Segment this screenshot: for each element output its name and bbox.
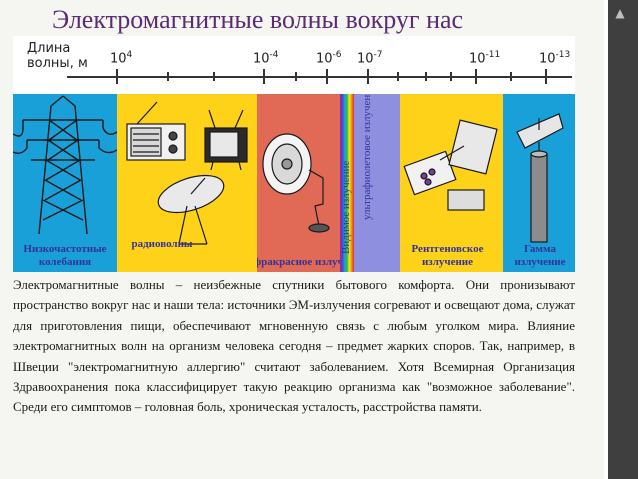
wavelength-scale: Длина волны, м 104 10-4 10-6 10-7 10-11 … <box>13 36 575 94</box>
band-ultraviolet: ультрафиолетовое излучение <box>354 94 400 272</box>
tick-label-1: 104 <box>110 50 133 67</box>
scale-minor-tick <box>450 72 452 81</box>
tick-label-2: 10-4 <box>253 50 279 67</box>
slide-title: Электромагнитные волны вокруг нас <box>52 5 464 34</box>
scale-caption-line1: Длина <box>27 41 71 56</box>
scale-minor-tick <box>295 72 297 81</box>
tick-label-5: 10-11 <box>469 50 501 67</box>
tick-label-4: 10-7 <box>357 50 383 67</box>
radio-tv-dish-icon <box>126 101 248 245</box>
band-label-visible: Видимое излучение <box>340 160 352 254</box>
band-label-low-frequency: Низкочастотные колебания <box>23 243 107 268</box>
slide-corner-mark-icon: ▲ <box>615 6 625 20</box>
scale-axis-line <box>67 76 572 78</box>
band-label-gamma: Гамма излучение <box>514 243 566 268</box>
band-low-frequency: Низкочастотные колебания <box>13 94 117 272</box>
scale-caption-line2: волны, м <box>27 56 88 71</box>
band-label-ultraviolet: ультрафиолетовое излучение <box>361 94 373 220</box>
heat-lamp-icon <box>262 133 330 233</box>
body-paragraph: Электромагнитные волны – неизбежные спут… <box>13 277 575 415</box>
scale-tick <box>116 69 118 84</box>
scale-tick <box>367 69 369 84</box>
scale-minor-tick <box>213 72 215 81</box>
band-xray: Рентгеновское излучение <box>400 94 503 272</box>
tick-label-3: 10-6 <box>316 50 342 67</box>
xray-device-icon <box>403 119 498 211</box>
band-radio: радиоволны <box>117 94 257 272</box>
scale-minor-tick <box>425 72 427 81</box>
scale-tick <box>263 69 265 84</box>
em-spectrum-figure: Длина волны, м 104 10-4 10-6 10-7 10-11 … <box>13 36 575 272</box>
scale-tick <box>326 69 328 84</box>
scale-tick <box>475 69 477 84</box>
gamma-source-icon <box>516 113 564 243</box>
right-bar-accent <box>604 0 608 479</box>
scale-tick <box>545 69 547 84</box>
right-decorative-bar <box>608 0 638 479</box>
scale-minor-tick <box>167 72 169 81</box>
tick-label-6: 10-13 <box>539 50 571 67</box>
band-label-infrared: инфракрасное излучение <box>257 256 340 268</box>
band-label-xray: Рентгеновское излучение <box>411 243 484 268</box>
band-label-radio: радиоволны <box>131 238 193 250</box>
scale-minor-tick <box>510 72 512 81</box>
band-infrared: инфракрасное излучение <box>257 94 340 272</box>
power-tower-icon <box>13 95 117 235</box>
band-visible: Видимое излучение <box>340 94 354 272</box>
band-gamma: Гамма излучение <box>503 94 575 272</box>
scale-minor-tick <box>397 72 399 81</box>
